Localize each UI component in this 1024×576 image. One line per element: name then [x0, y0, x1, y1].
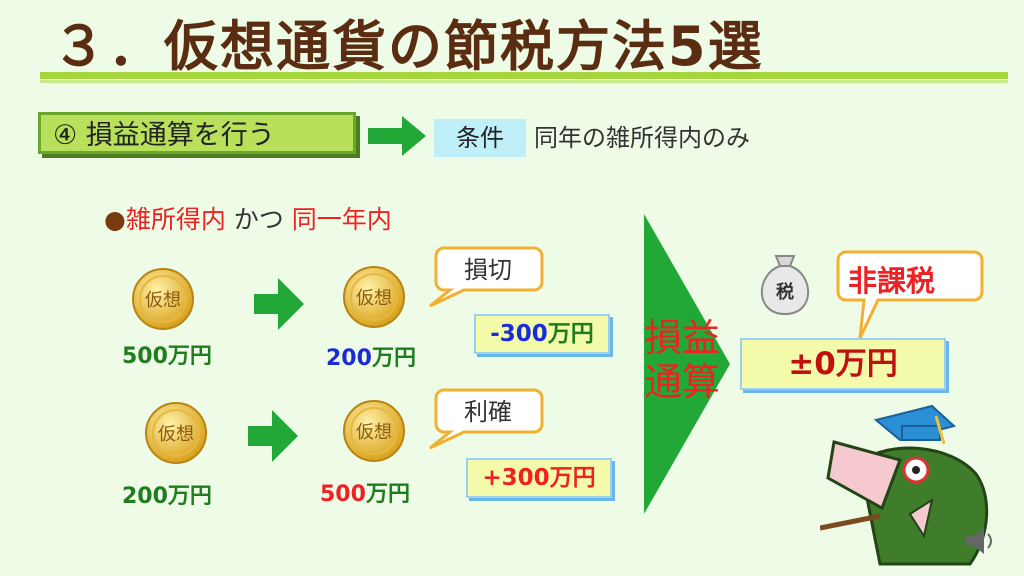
coin-label-text: 仮想: [145, 290, 181, 311]
page-title: ３．仮想通貨の節税方法5選: [52, 15, 764, 78]
row1-after-number: 200: [326, 346, 372, 371]
row2-value-number: +300: [482, 465, 550, 491]
fish-mascot-icon: [820, 404, 989, 566]
row1-after-unit: 万円: [371, 346, 416, 371]
bullet-part2: かつ: [225, 205, 292, 234]
row1-value-box: -300万円: [474, 314, 610, 354]
offset-label-line1: 損益: [643, 316, 720, 360]
row1-after-amount: 200万円: [326, 340, 416, 372]
condition-text: 同年の雑所得内のみ: [534, 124, 750, 152]
row1-before-amount: 500万円: [122, 344, 212, 369]
bullet-part3: 同一年内: [291, 205, 392, 234]
speech-bubble: [429, 246, 544, 308]
row1-tag: 損切: [464, 256, 512, 284]
row2-value-box: +300万円: [466, 458, 612, 498]
condition-label: 条件: [434, 119, 526, 157]
arrow-right-icon: [368, 116, 426, 156]
row1-value-unit: 万円: [547, 321, 594, 347]
tax-bag-text: 税: [776, 282, 794, 303]
row2-after-amount: 500万円: [320, 476, 410, 508]
row1-value-number: -300: [490, 321, 548, 347]
bullet-line: ●雑所得内 かつ 同一年内: [104, 200, 392, 236]
coin-label-text: 仮想: [356, 422, 392, 443]
arrow-right-icon: [248, 410, 298, 462]
bullet-part1: 雑所得内: [125, 205, 226, 234]
tax-bag-icon: 税: [750, 248, 820, 318]
offset-label: 損益 通算: [636, 316, 728, 404]
coin-label-text: 仮想: [158, 424, 194, 445]
row2-tag: 利確: [464, 398, 512, 426]
coin-icon: 仮想: [343, 266, 405, 328]
non-taxable-label: 非課税: [848, 264, 936, 298]
offset-label-line2: 通算: [643, 360, 720, 404]
coin-label-text: 仮想: [356, 288, 392, 309]
coin-icon: 仮想: [132, 268, 194, 330]
big-arrow-icon: [644, 214, 730, 514]
speech-bubble: [429, 388, 544, 450]
arrow-right-icon: [254, 278, 304, 330]
title-underline: [40, 72, 1008, 79]
row2-value-unit: 万円: [549, 465, 596, 491]
row2-after-number: 500: [320, 482, 366, 507]
result-box: ±0万円: [740, 338, 946, 390]
row2-before-amount: 200万円: [122, 484, 212, 509]
coin-icon: 仮想: [145, 402, 207, 464]
coin-icon: 仮想: [343, 400, 405, 462]
speaker-icon[interactable]: [962, 524, 996, 558]
title-underline-thin: [40, 80, 1008, 83]
step-heading: ④ 損益通算を行う: [38, 112, 356, 154]
row2-after-unit: 万円: [365, 482, 410, 507]
bullet-mark: ●: [104, 205, 126, 234]
speech-bubble: [836, 250, 984, 339]
